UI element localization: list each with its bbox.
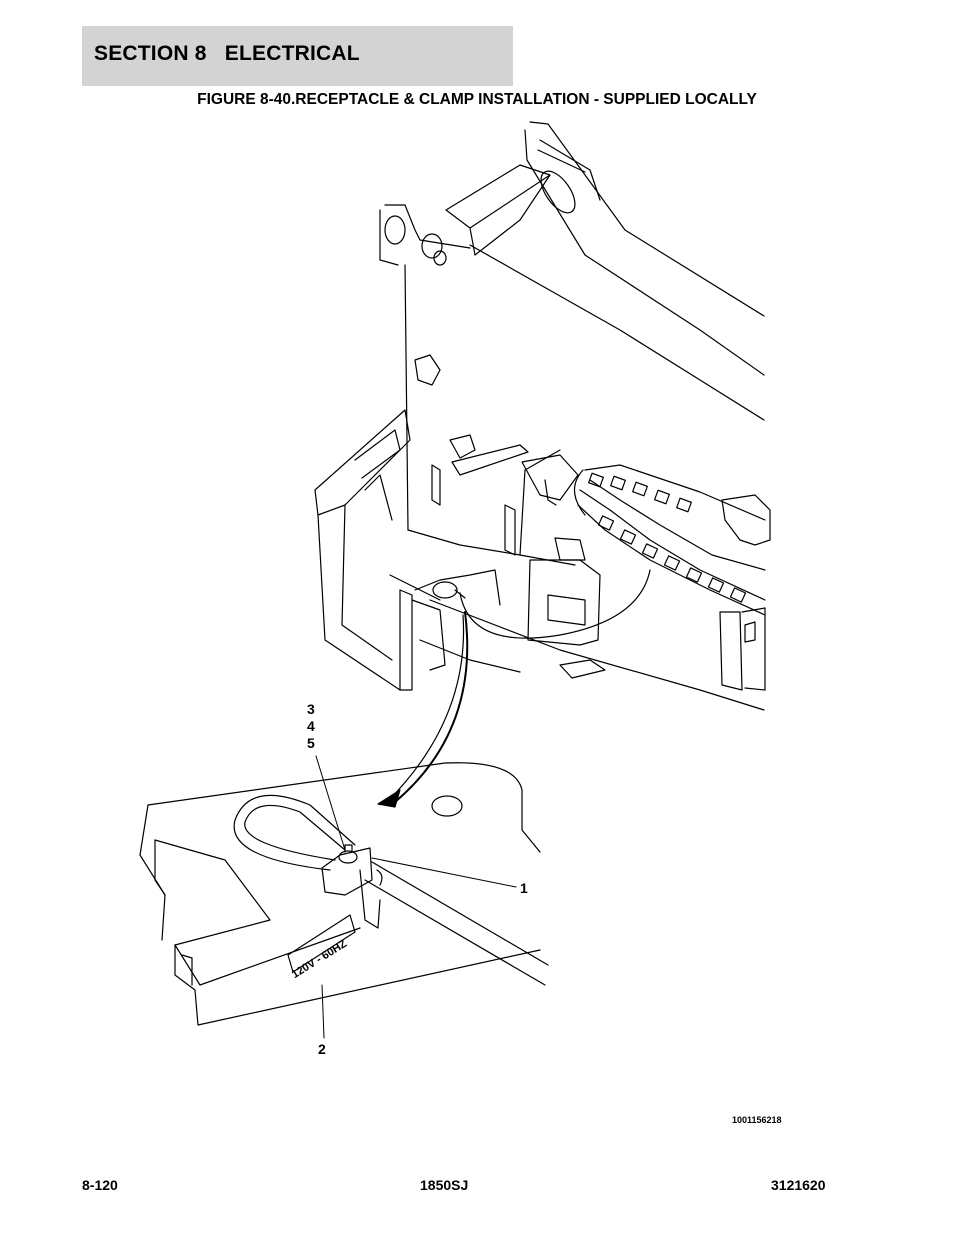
boom-assembly xyxy=(379,121,771,711)
callout-2: 2 xyxy=(318,1041,326,1057)
voltage-decal-text: 120V - 60HZ xyxy=(290,938,349,981)
callout-5: 5 xyxy=(307,735,315,751)
detail-view xyxy=(139,762,549,1026)
section-title: SECTION 8 ELECTRICAL xyxy=(94,42,360,65)
leader-lines xyxy=(315,755,517,1039)
callout-3: 3 xyxy=(307,701,315,717)
cable-chain xyxy=(573,464,766,616)
document-number: 3121620 xyxy=(771,1177,826,1193)
figure-title: FIGURE 8-40.RECEPTACLE & CLAMP INSTALLAT… xyxy=(197,91,757,108)
callout-4: 4 xyxy=(307,718,315,734)
page-number: 8-120 xyxy=(82,1177,118,1193)
detail-arrow xyxy=(377,611,469,808)
callout-1: 1 xyxy=(520,880,528,896)
side-panel xyxy=(314,409,651,691)
drawing-id: 1001156218 xyxy=(732,1115,782,1125)
section-header: SECTION 8 ELECTRICAL xyxy=(82,26,513,86)
model-number: 1850SJ xyxy=(420,1177,469,1193)
